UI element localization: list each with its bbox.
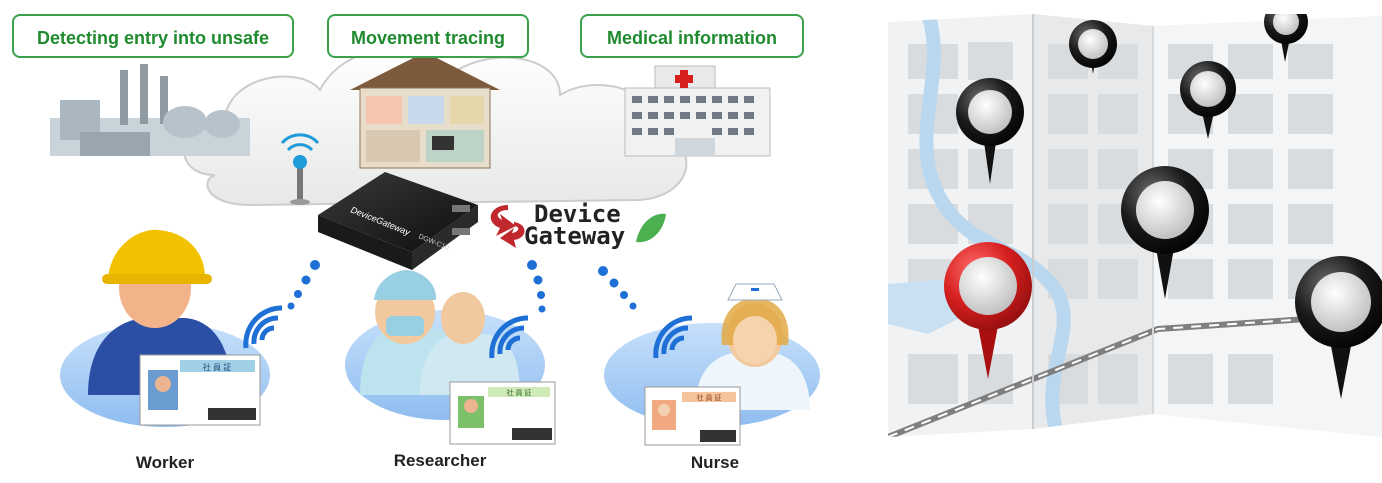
map-pin-icon [1069,20,1117,74]
wifi-icon [243,305,283,349]
researcher-label: Researcher [393,451,487,470]
red-cross-icon [675,70,693,88]
house-icon [350,52,500,169]
wifi-icon [489,315,529,359]
worker-card-title: 社 員 証 [203,362,231,372]
leaf-icon [636,213,666,243]
map-pin-icon [1264,14,1308,62]
map-pin-icon-red [944,242,1032,379]
iot-diagram: DeviceGateway DGW-C10 社 員 証 [50,47,820,446]
gateway-device [318,172,478,270]
map-pin-icon [1295,256,1382,399]
worker-label: Worker [135,453,195,472]
wifi-icon [653,315,693,359]
gateway-logo-line2: Gateway [524,222,626,250]
connection-dots [287,260,637,313]
map-pin-icon [1121,166,1209,299]
worker-id-card [139,354,261,426]
badge-medical-info: Medical information [580,14,804,58]
nurse-label: Nurse [690,453,740,472]
factory-icon [50,64,250,156]
researcher-card-title: 社 員 証 [507,388,532,397]
hospital-icon [624,65,771,157]
map-pin-icon [1180,61,1236,139]
badge-movement-tracing: Movement tracing [327,14,529,58]
city-map [888,14,1382,437]
badge-unsafe-entry: Detecting entry into unsafe [12,14,294,58]
antenna-icon [280,133,320,205]
researcher-id-card [449,381,556,445]
gateway-logo-line1: Device [534,200,621,228]
map-pin-icon [956,78,1024,184]
gateway-logo-arrows [490,205,525,248]
nurse-card-title: 社 員 証 [697,393,722,402]
nurse-id-card [644,386,741,446]
